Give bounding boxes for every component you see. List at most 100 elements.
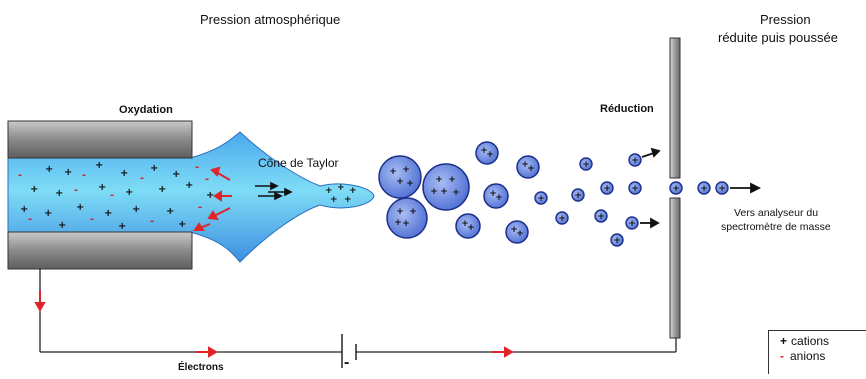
capillary-bottom-wall <box>7 231 193 270</box>
svg-text:+: + <box>20 204 28 215</box>
svg-text:+: + <box>166 206 174 217</box>
cone-tip-cations: +++ ++ <box>325 183 357 205</box>
svg-text:+: + <box>104 208 112 219</box>
circuit-red-arrows <box>34 290 515 358</box>
legend-cation-label: cations <box>791 334 830 348</box>
droplet-large-cations: ++++ +++++ ++++ ++ ++ ++ ++ ++ <box>389 146 535 239</box>
liquid-capillary <box>7 131 375 263</box>
svg-text:+: + <box>597 212 605 222</box>
svg-text:+: + <box>495 193 503 203</box>
counter-plate-top <box>669 37 681 179</box>
droplets-small <box>534 153 729 247</box>
svg-text:+: + <box>527 164 535 174</box>
svg-text:-: - <box>82 170 86 181</box>
svg-text:+: + <box>325 186 333 196</box>
svg-text:+: + <box>95 160 103 171</box>
droplet-small-cations: +++ +++ +++ +++ + <box>537 156 726 246</box>
svg-text:+: + <box>402 165 410 175</box>
counter-plate-bottom <box>669 197 681 339</box>
svg-text:+: + <box>330 195 338 205</box>
svg-text:+: + <box>510 225 518 235</box>
svg-text:+: + <box>672 184 680 194</box>
svg-text:+: + <box>389 167 397 177</box>
legend-cations: +cations <box>780 334 866 349</box>
svg-text:-: - <box>18 170 22 181</box>
svg-text:+: + <box>537 194 545 204</box>
svg-text:-: - <box>140 173 144 184</box>
svg-text:+: + <box>349 186 357 196</box>
reduction-label: Réduction <box>600 103 654 115</box>
svg-text:+: + <box>98 182 106 193</box>
svg-text:+: + <box>64 167 72 178</box>
svg-text:+: + <box>45 164 53 175</box>
circuit <box>39 269 677 353</box>
legend-box: +cations -anions <box>768 330 866 374</box>
svg-text:+: + <box>603 184 611 194</box>
svg-text:+: + <box>118 221 126 232</box>
svg-text:+: + <box>452 188 460 198</box>
svg-text:+: + <box>402 219 410 229</box>
svg-text:+: + <box>718 184 726 194</box>
svg-text:-: - <box>74 185 78 196</box>
svg-text:+: + <box>30 184 38 195</box>
cone-black-arrows <box>255 181 293 201</box>
svg-text:+: + <box>409 207 417 217</box>
svg-text:+: + <box>394 218 402 228</box>
svg-text:+: + <box>337 183 345 193</box>
svg-text:+: + <box>631 156 639 166</box>
svg-text:-: - <box>150 216 154 227</box>
svg-text:-: - <box>90 214 94 225</box>
svg-text:+: + <box>558 214 566 224</box>
legend-anions: -anions <box>780 349 866 364</box>
svg-text:+: + <box>150 163 158 174</box>
electrons-label: Électrons <box>178 362 224 373</box>
svg-text:+: + <box>467 223 475 233</box>
svg-text:+: + <box>489 189 497 199</box>
svg-text:+: + <box>700 184 708 194</box>
ion-arrows <box>640 147 762 229</box>
battery-minus-label: - <box>344 354 350 371</box>
cone-red-arrows <box>193 166 232 231</box>
svg-text:-: - <box>110 190 114 201</box>
legend-anion-label: anions <box>790 349 826 363</box>
atmospheric-pressure-label: Pression atmosphérique <box>200 12 341 27</box>
svg-text:+: + <box>44 208 52 219</box>
svg-text:+: + <box>440 187 448 197</box>
svg-text:+: + <box>206 190 214 201</box>
taylor-cone-label: Cône de Taylor <box>258 156 339 170</box>
svg-text:+: + <box>396 207 404 217</box>
svg-text:-: - <box>198 202 202 213</box>
droplets-large <box>378 141 540 244</box>
svg-text:+: + <box>76 202 84 213</box>
svg-text:+: + <box>628 219 636 229</box>
svg-text:-: - <box>28 214 32 225</box>
capillary-ions: ++ ++ ++ -- -- ++ ++ ++ -- - ++ ++ ++ --… <box>18 160 214 232</box>
svg-text:+: + <box>448 175 456 185</box>
svg-text:+: + <box>430 187 438 197</box>
svg-text:-: - <box>195 162 199 173</box>
capillary-top-wall <box>7 120 193 159</box>
svg-text:+: + <box>58 220 66 231</box>
svg-text:+: + <box>396 177 404 187</box>
legend-anion-symbol: - <box>780 349 784 363</box>
analyzer-label-line1: Vers analyseur du <box>734 207 819 219</box>
svg-text:+: + <box>158 184 166 195</box>
analyzer-label-line2: spectromètre de masse <box>721 221 831 233</box>
svg-text:+: + <box>120 168 128 179</box>
reduced-pressure-label-line1: Pression <box>760 12 811 27</box>
svg-text:-: - <box>205 174 209 185</box>
svg-text:+: + <box>178 219 186 230</box>
svg-text:+: + <box>344 195 352 205</box>
svg-text:+: + <box>582 160 590 170</box>
svg-text:+: + <box>631 184 639 194</box>
svg-text:+: + <box>461 219 469 229</box>
svg-text:+: + <box>516 229 524 239</box>
oxidation-label: Oxydation <box>119 104 173 116</box>
svg-text:+: + <box>480 146 488 156</box>
svg-text:+: + <box>521 160 529 170</box>
svg-text:+: + <box>613 236 621 246</box>
svg-text:+: + <box>486 150 494 160</box>
svg-text:+: + <box>125 187 133 198</box>
